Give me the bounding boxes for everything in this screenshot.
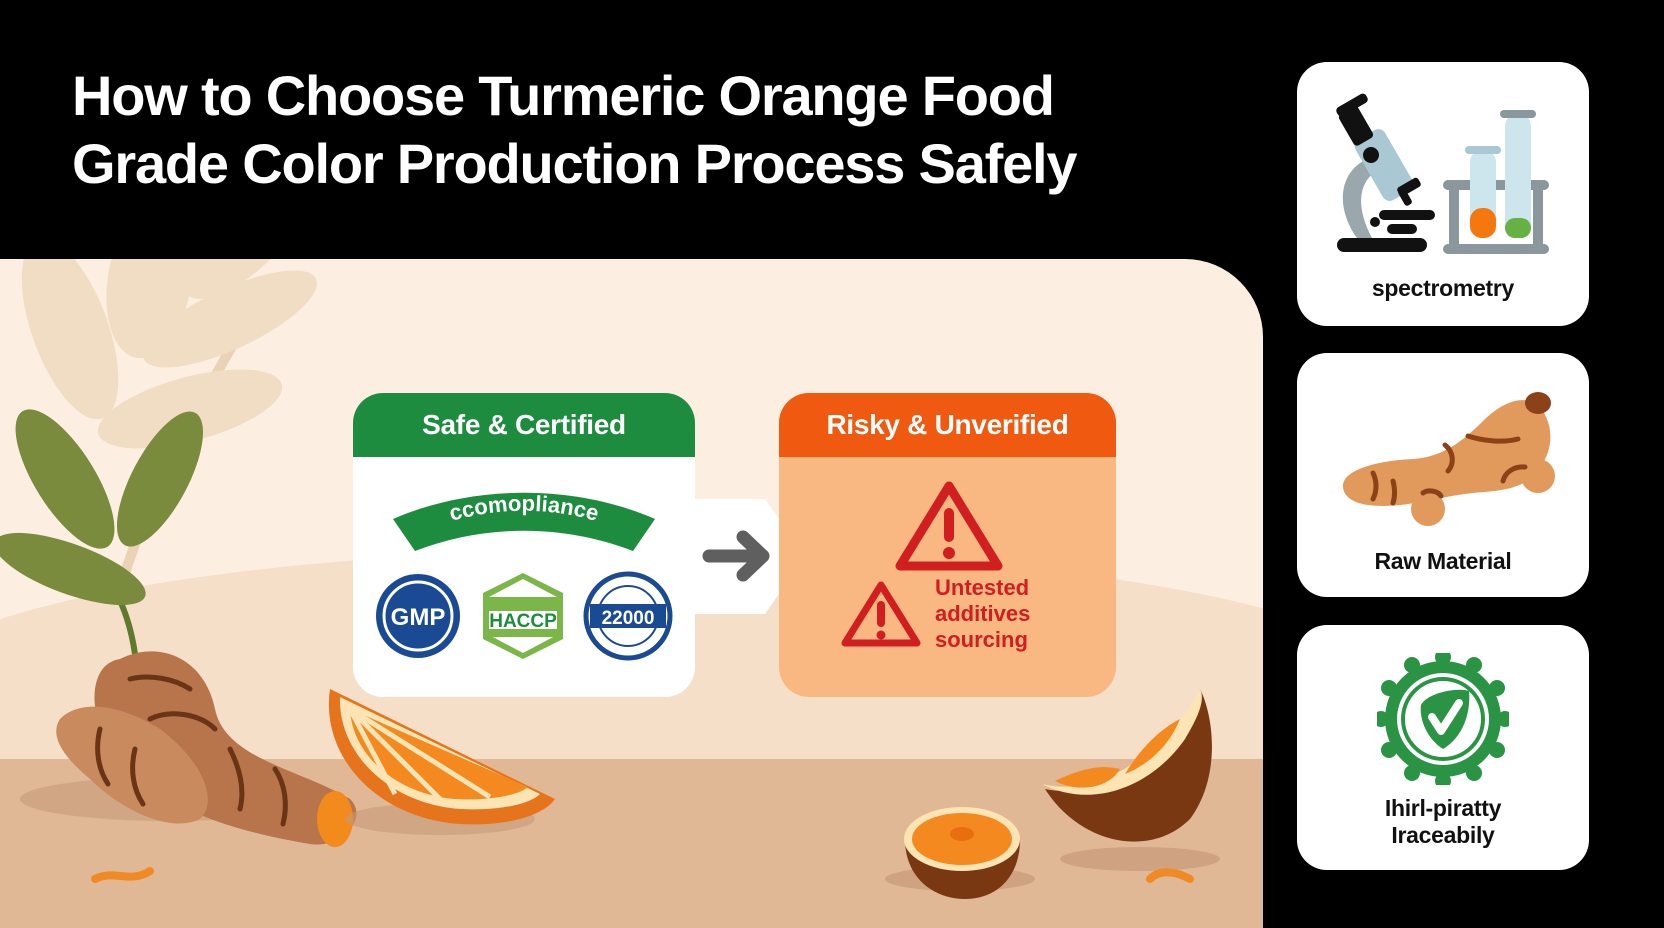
verified-seal-icon	[1377, 653, 1509, 785]
compliance-ribbon-icon: ccomopliance	[393, 491, 655, 551]
safe-card-title: Safe & Certified	[353, 393, 695, 457]
faded-leaves-icon	[21, 259, 318, 591]
warning-row: Untested additives sourcing	[841, 575, 1030, 653]
gmp-label: GMP	[391, 604, 446, 631]
warning-triangle-icon	[895, 481, 1003, 571]
turmeric-root-icon	[1343, 392, 1555, 526]
microscope-test-tube-icon	[1336, 93, 1549, 254]
spectrometry-label: spectrometry	[1371, 275, 1515, 301]
warning-line-1: Untested	[935, 575, 1030, 600]
certification-badges: GMP HACCP 22000	[376, 571, 673, 661]
warning-line-2: additives	[935, 601, 1031, 626]
turmeric-root-icon	[20, 651, 357, 883]
page-title: How to Choose Turmeric Orange Food Grade…	[72, 62, 1202, 198]
traceability-line-1: Ihirl-piratty	[1384, 795, 1502, 821]
warning-text: Untested additives sourcing	[935, 575, 1030, 653]
side-card-raw-material: Raw Material	[1297, 353, 1589, 597]
warning-line-3: sourcing	[935, 627, 1028, 652]
side-card-traceability: Ihirl-piratty Iraceabily	[1297, 625, 1589, 870]
orange-half-icon	[885, 807, 1035, 899]
risky-card-title: Risky & Unverified	[779, 393, 1116, 457]
risky-unverified-card: Risky & Unverified Untested additives so…	[779, 393, 1116, 697]
decor-illustration	[0, 259, 1220, 899]
illustration-scene: Safe & Certified ccomopliance GMP HACCP	[0, 259, 1263, 928]
safe-certified-card: Safe & Certified ccomopliance GMP HACCP	[353, 393, 695, 697]
traceability-line-2: Iraceabily	[1391, 822, 1495, 848]
raw-material-label: Raw Material	[1374, 548, 1512, 574]
warning-small-icon	[841, 581, 921, 647]
haccp-badge-icon: HACCP	[483, 573, 563, 659]
iso-22000-badge-icon: 22000	[583, 571, 673, 661]
arrow-right-icon	[702, 530, 770, 582]
orange-slice-icon	[328, 689, 555, 835]
side-card-spectrometry: spectrometry	[1297, 62, 1589, 326]
haccp-label: HACCP	[489, 611, 557, 632]
iso-label: 22000	[602, 608, 655, 629]
title-line-2: Grade Color Production Process Safely	[72, 132, 1078, 195]
traceability-label: Ihirl-piratty Iraceabily	[1297, 795, 1589, 849]
gmp-badge-icon: GMP	[376, 574, 460, 658]
orange-peel-icon	[1042, 689, 1220, 883]
title-line-1: How to Choose Turmeric Orange Food	[72, 64, 1055, 127]
arrow-connector	[695, 499, 805, 614]
sprout-leaves-icon	[0, 409, 204, 655]
